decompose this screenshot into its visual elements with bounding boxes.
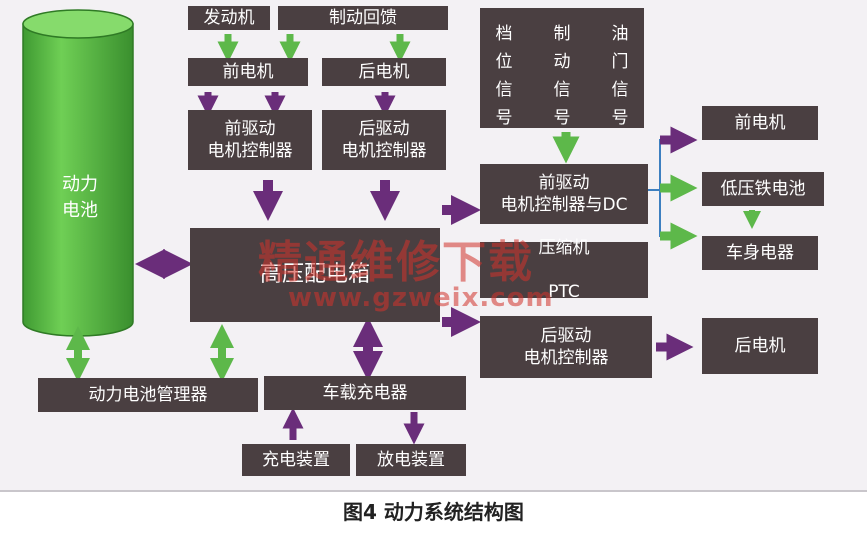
brake-signal-column: 制动信号: [553, 24, 571, 128]
engine-box: 发动机: [188, 6, 270, 30]
figure-caption: 图4 动力系统结构图: [343, 500, 524, 524]
diagram-frame: 动力 电池: [0, 0, 867, 492]
power-battery-label: 动力 电池: [62, 174, 98, 221]
front-controller-dc-box: 前驱动 电机控制器与DC: [480, 164, 648, 224]
front-motor-top-box: 前电机: [188, 58, 308, 86]
watermark-url: www.gzweix.com: [288, 283, 554, 313]
compressor-ptc-box: 压缩机 PTC: [480, 238, 648, 302]
lv-battery-box: 低压铁电池: [702, 172, 824, 206]
body-electric-box: 车身电器: [702, 236, 818, 270]
charge-device-box: 充电装置: [242, 444, 350, 476]
front-motor-right-box: 前电机: [702, 106, 818, 140]
rear-motor-right-box: 后电机: [702, 318, 818, 374]
watermark-title: 精通维修下载: [258, 237, 534, 288]
onboard-charger-box: 车载充电器: [264, 376, 466, 410]
rear-controller-right-box: 后驱动 电机控制器: [480, 316, 652, 378]
front-drive-controller-box: 前驱动 电机控制器: [188, 110, 312, 170]
ptc-label: PTC: [548, 282, 580, 302]
rear-motor-top-box: 后电机: [322, 58, 446, 86]
discharge-device-box: 放电装置: [356, 444, 466, 476]
throttle-signal-column: 油门信号: [611, 24, 629, 128]
rear-drive-controller-box: 后驱动 电机控制器: [322, 110, 446, 170]
brake-regen-box: 制动回馈: [278, 6, 448, 30]
connection-arrows: [66, 34, 761, 445]
gear-signal-column: 档位信号: [495, 24, 513, 128]
compressor-label: 压缩机: [538, 238, 590, 258]
gear-brake-throttle-signal-box: 档位信号 制动信号 油门信号: [480, 8, 644, 128]
battery-management-box: 动力电池管理器: [38, 378, 258, 412]
hv-distribution-box: 高压配电箱: [190, 228, 440, 322]
